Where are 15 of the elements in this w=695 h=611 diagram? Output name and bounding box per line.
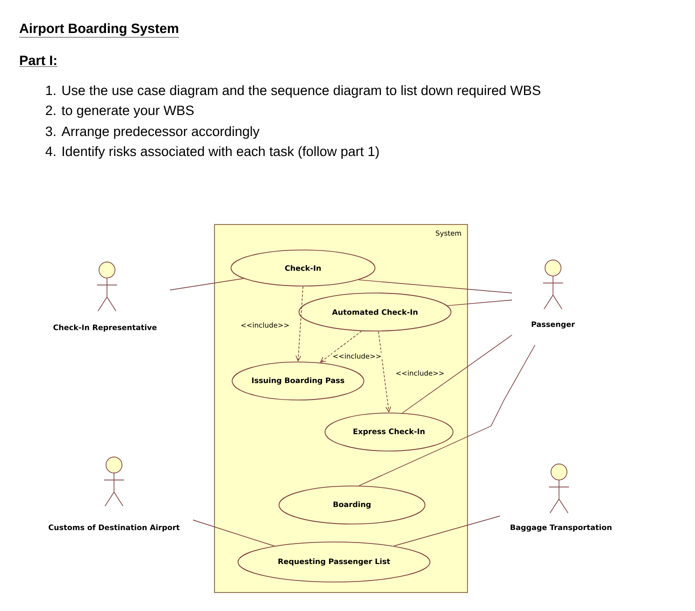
- list-item: 2. to generate your WBS: [46, 106, 194, 118]
- association-line: [358, 344, 536, 486]
- association-line: [170, 278, 244, 290]
- association-line: [393, 516, 500, 546]
- include-arrow: [320, 330, 362, 363]
- association-line: [402, 334, 512, 414]
- section-heading: Part I:: [19, 56, 58, 67]
- list-item: 3. Arrange predecessor accordingly: [46, 126, 260, 139]
- list-item: 1. Use the use case diagram and the sequence diagram to list down required WBS: [46, 85, 540, 98]
- include-arrow: [378, 331, 392, 413]
- association-line: [192, 520, 275, 546]
- include-arrow: [296, 286, 304, 362]
- association-line: [446, 300, 512, 306]
- title: Airport Boarding System: [19, 23, 180, 38]
- list-item: 4. Identify risks associated with each task (follow part 1): [46, 146, 379, 159]
